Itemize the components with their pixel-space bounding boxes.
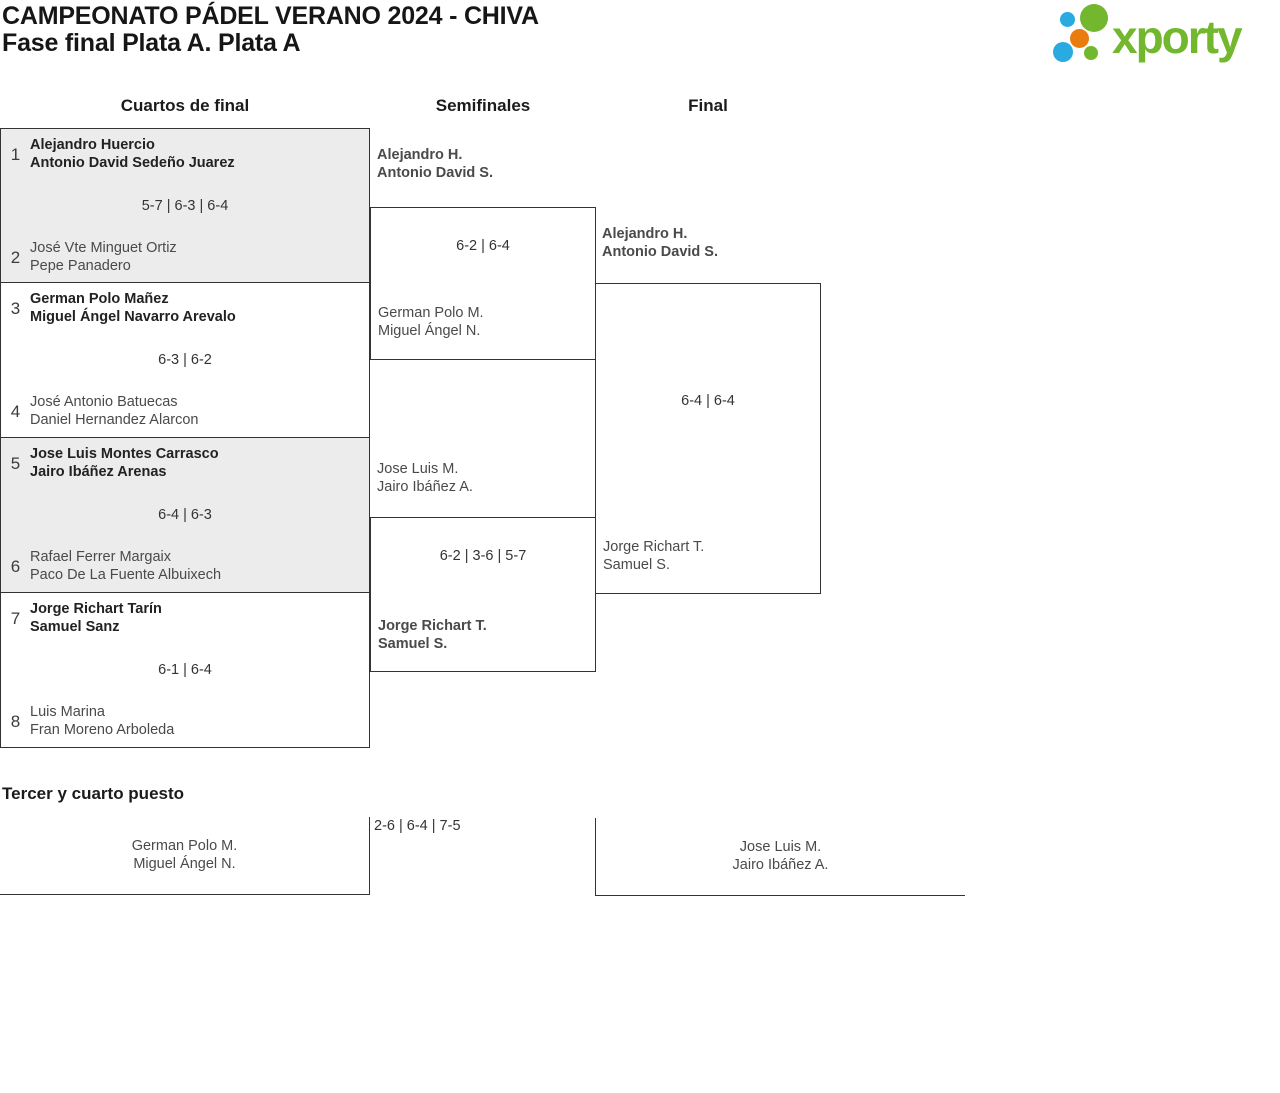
- player-name: Alejandro H.: [377, 147, 463, 163]
- player-name: Alejandro H.: [602, 226, 688, 242]
- player-name: Jose Luis Montes Carrasco: [30, 446, 219, 462]
- team-row: 5 Jose Luis Montes Carrasco Jairo Ibáñez…: [9, 446, 219, 481]
- match-score: 6-4 | 6-4: [681, 393, 735, 409]
- team-names: German Polo M. Miguel Ángel N.: [0, 838, 369, 873]
- logo-dot-blue-large-icon: [1053, 42, 1073, 62]
- player-name: German Polo M.: [378, 305, 484, 321]
- player-name: Daniel Hernandez Alarcon: [30, 411, 199, 428]
- match-third-place-left: German Polo M. Miguel Ángel N.: [0, 817, 370, 895]
- player-name: Jorge Richart T.: [378, 618, 487, 634]
- player-name: Jose Luis M.: [377, 461, 459, 477]
- match-final: 6-4 | 6-4 Jorge Richart T. Samuel S.: [595, 283, 821, 594]
- match-score: 6-2 | 6-4: [456, 238, 510, 254]
- player-name: Jose Luis M.: [739, 839, 822, 855]
- seed-number: 3: [10, 298, 21, 318]
- player-name: Jairo Ibáñez A.: [732, 856, 829, 873]
- seed-number: 2: [10, 247, 21, 267]
- team-names: Jorge Richart T. Samuel S.: [603, 539, 704, 574]
- team-names: Jose Luis M. Jairo Ibáñez A.: [377, 461, 473, 496]
- match-quarterfinal-1: 1 Alejandro Huercio Antonio David Sedeño…: [0, 128, 370, 283]
- team-row: 8 Luis Marina Fran Moreno Arboleda: [9, 704, 175, 739]
- player-name: Samuel S.: [603, 556, 670, 573]
- team-row: 4 José Antonio Batuecas Daniel Hernandez…: [9, 394, 199, 429]
- team-row: 3 German Polo Mañez Miguel Ángel Navarro…: [9, 291, 236, 326]
- seed-number: 4: [10, 401, 21, 421]
- team-row: 7 Jorge Richart Tarín Samuel Sanz: [9, 601, 162, 636]
- player-name: Miguel Ángel Navarro Arevalo: [30, 308, 236, 325]
- round-header-semifinals: Semifinales: [435, 96, 531, 115]
- seed-number: 7: [10, 608, 21, 628]
- team-row: 2 José Vte Minguet Ortiz Pepe Panadero: [9, 240, 177, 275]
- team-names: Jose Luis M. Jairo Ibáñez A.: [596, 839, 965, 874]
- round-header-final: Final: [688, 96, 728, 115]
- match-score: 6-2 | 3-6 | 5-7: [439, 548, 527, 564]
- match-semifinal-2: 6-2 | 3-6 | 5-7 Jorge Richart T. Samuel …: [370, 517, 596, 672]
- team-names: Jorge Richart T. Samuel S.: [378, 618, 487, 653]
- team-row: 6 Rafael Ferrer Margaix Paco De La Fuent…: [9, 549, 221, 584]
- player-name: Miguel Ángel N.: [133, 855, 236, 872]
- player-name: Antonio David Sedeño Juarez: [30, 154, 235, 171]
- match-score: 6-3 | 6-2: [158, 352, 212, 368]
- player-name: German Polo Mañez: [30, 291, 169, 307]
- logo-dot-blue-small-icon: [1060, 12, 1075, 27]
- seed-number: 5: [10, 453, 21, 473]
- player-name: Miguel Ángel N.: [378, 322, 481, 339]
- match-semifinal-1: 6-2 | 6-4 German Polo M. Miguel Ángel N.: [370, 207, 596, 360]
- match-third-place-right: Jose Luis M. Jairo Ibáñez A.: [595, 818, 965, 896]
- seed-number: 8: [10, 711, 21, 731]
- team-names: José Antonio Batuecas Daniel Hernandez A…: [30, 394, 198, 429]
- match-score: 6-1 | 6-4: [158, 662, 212, 678]
- player-name: German Polo M.: [131, 838, 238, 854]
- team-names: Jorge Richart Tarín Samuel Sanz: [30, 601, 162, 636]
- match-quarterfinal-2: 3 German Polo Mañez Miguel Ángel Navarro…: [0, 283, 370, 438]
- player-name: Paco De La Fuente Albuixech: [30, 566, 222, 583]
- player-name: Pepe Panadero: [30, 257, 131, 274]
- player-name: Jorge Richart T.: [603, 539, 705, 555]
- seed-number: 1: [10, 144, 21, 164]
- player-name: José Vte Minguet Ortiz: [30, 240, 177, 256]
- player-name: Alejandro Huercio: [30, 137, 155, 153]
- player-name: Samuel S.: [378, 635, 448, 652]
- page-title-block: CAMPEONATO PÁDEL VERANO 2024 - CHIVA Fas…: [2, 3, 539, 57]
- match-quarterfinal-4: 7 Jorge Richart Tarín Samuel Sanz 6-1 | …: [0, 593, 370, 748]
- logo-dot-green-small-icon: [1084, 46, 1098, 60]
- team-names: Alejandro Huercio Antonio David Sedeño J…: [30, 137, 235, 172]
- player-name: Antonio David S.: [377, 164, 493, 181]
- team-names: Rafael Ferrer Margaix Paco De La Fuente …: [30, 549, 221, 584]
- team-names: German Polo M. Miguel Ángel N.: [378, 305, 484, 340]
- team-names: José Vte Minguet Ortiz Pepe Panadero: [30, 240, 177, 275]
- logo-dot-orange-icon: [1070, 29, 1089, 48]
- match-score: 6-4 | 6-3: [158, 507, 212, 523]
- player-name: José Antonio Batuecas: [30, 394, 178, 410]
- logo-dot-green-large-icon: [1080, 4, 1108, 32]
- team-names: Luis Marina Fran Moreno Arboleda: [30, 704, 174, 739]
- team-names: Alejandro H. Antonio David S.: [377, 147, 493, 182]
- tournament-title: CAMPEONATO PÁDEL VERANO 2024 - CHIVA: [2, 2, 539, 30]
- player-name: Fran Moreno Arboleda: [30, 721, 175, 738]
- player-name: Samuel Sanz: [30, 618, 120, 635]
- phase-subtitle: Fase final Plata A. Plata A: [2, 29, 301, 57]
- third-place-heading: Tercer y cuarto puesto: [2, 784, 185, 803]
- team-names: Alejandro H. Antonio David S.: [602, 226, 718, 261]
- player-name: Rafael Ferrer Margaix: [30, 549, 172, 565]
- seed-number: 6: [10, 556, 21, 576]
- player-name: Antonio David S.: [602, 243, 718, 260]
- round-header-quarterfinals: Cuartos de final: [120, 96, 250, 115]
- team-names: Jose Luis Montes Carrasco Jairo Ibáñez A…: [30, 446, 219, 481]
- player-name: Jairo Ibáñez Arenas: [30, 463, 167, 480]
- logo-wordmark: xporty: [1112, 11, 1243, 63]
- team-names: German Polo Mañez Miguel Ángel Navarro A…: [30, 291, 236, 326]
- match-quarterfinal-3: 5 Jose Luis Montes Carrasco Jairo Ibáñez…: [0, 438, 370, 593]
- match-score: 2-6 | 6-4 | 7-5: [374, 818, 461, 834]
- team-row: 1 Alejandro Huercio Antonio David Sedeño…: [9, 137, 235, 172]
- match-score: 5-7 | 6-3 | 6-4: [141, 198, 229, 214]
- player-name: Jairo Ibáñez A.: [377, 478, 473, 495]
- player-name: Jorge Richart Tarín: [30, 601, 162, 617]
- player-name: Luis Marina: [30, 704, 105, 720]
